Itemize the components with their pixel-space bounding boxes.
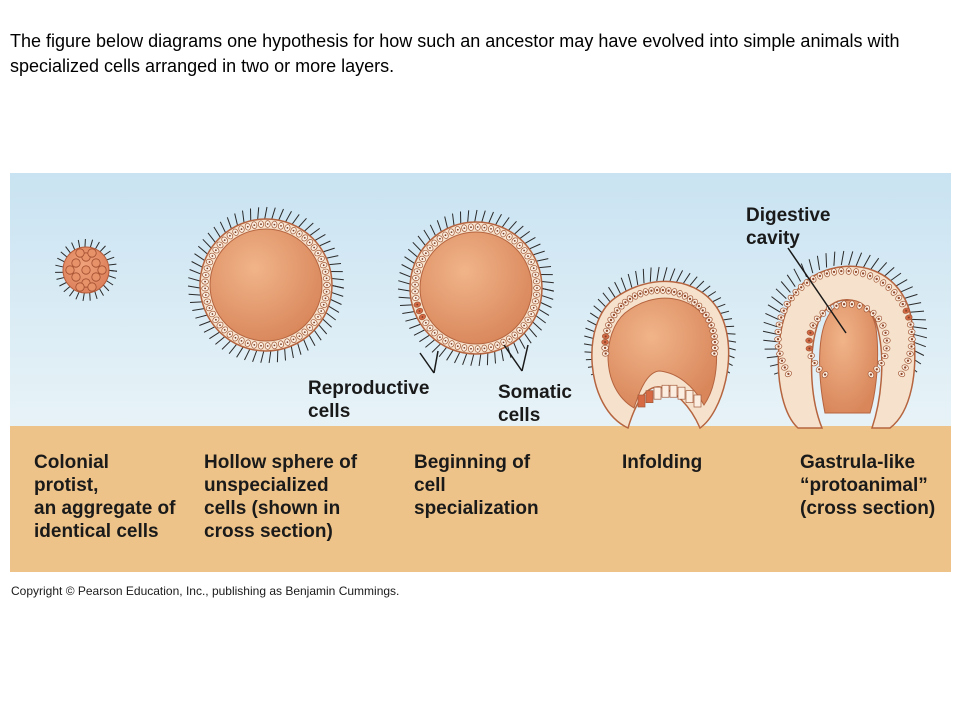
reproductive-pointer-b: [433, 350, 439, 374]
gastrula-protoanimal: [762, 250, 928, 429]
digestive-cavity-label: Digestive cavity: [746, 205, 831, 249]
reproductive-cells-label: Reproductive cells: [308, 378, 430, 422]
reproductive-pointer-a: [419, 352, 435, 374]
somatic-pointer-b: [521, 344, 529, 372]
stage-label-colonial: Colonial protist, an aggregate of identi…: [34, 452, 176, 542]
figure-illustration: [55, 206, 928, 430]
stage-label-gastrula: Gastrula-like “protoanimal” (cross secti…: [800, 452, 936, 519]
intro-text: The figure below diagrams one hypothesis…: [10, 31, 900, 76]
colonial-protist: [55, 238, 118, 301]
stage-label-infolding: Infolding: [622, 452, 703, 473]
digestive-pointer: [787, 247, 847, 334]
hollow-sphere: [187, 206, 345, 363]
stage-label-hollow-sphere: Hollow sphere of unspecialized cells (sh…: [204, 452, 358, 542]
somatic-pointer-a: [503, 344, 523, 372]
stage-label-specialization: Beginning of cell specialization: [414, 452, 539, 519]
copyright-notice: Copyright © Pearson Education, Inc., pub…: [11, 584, 400, 598]
evolution-figure: Reproductive cells Somatic cells Digesti…: [10, 173, 951, 572]
specializing-sphere: [397, 209, 555, 366]
ground-band: [10, 426, 951, 572]
infolding-sphere: [583, 266, 737, 430]
somatic-cells-label: Somatic cells: [498, 382, 572, 426]
